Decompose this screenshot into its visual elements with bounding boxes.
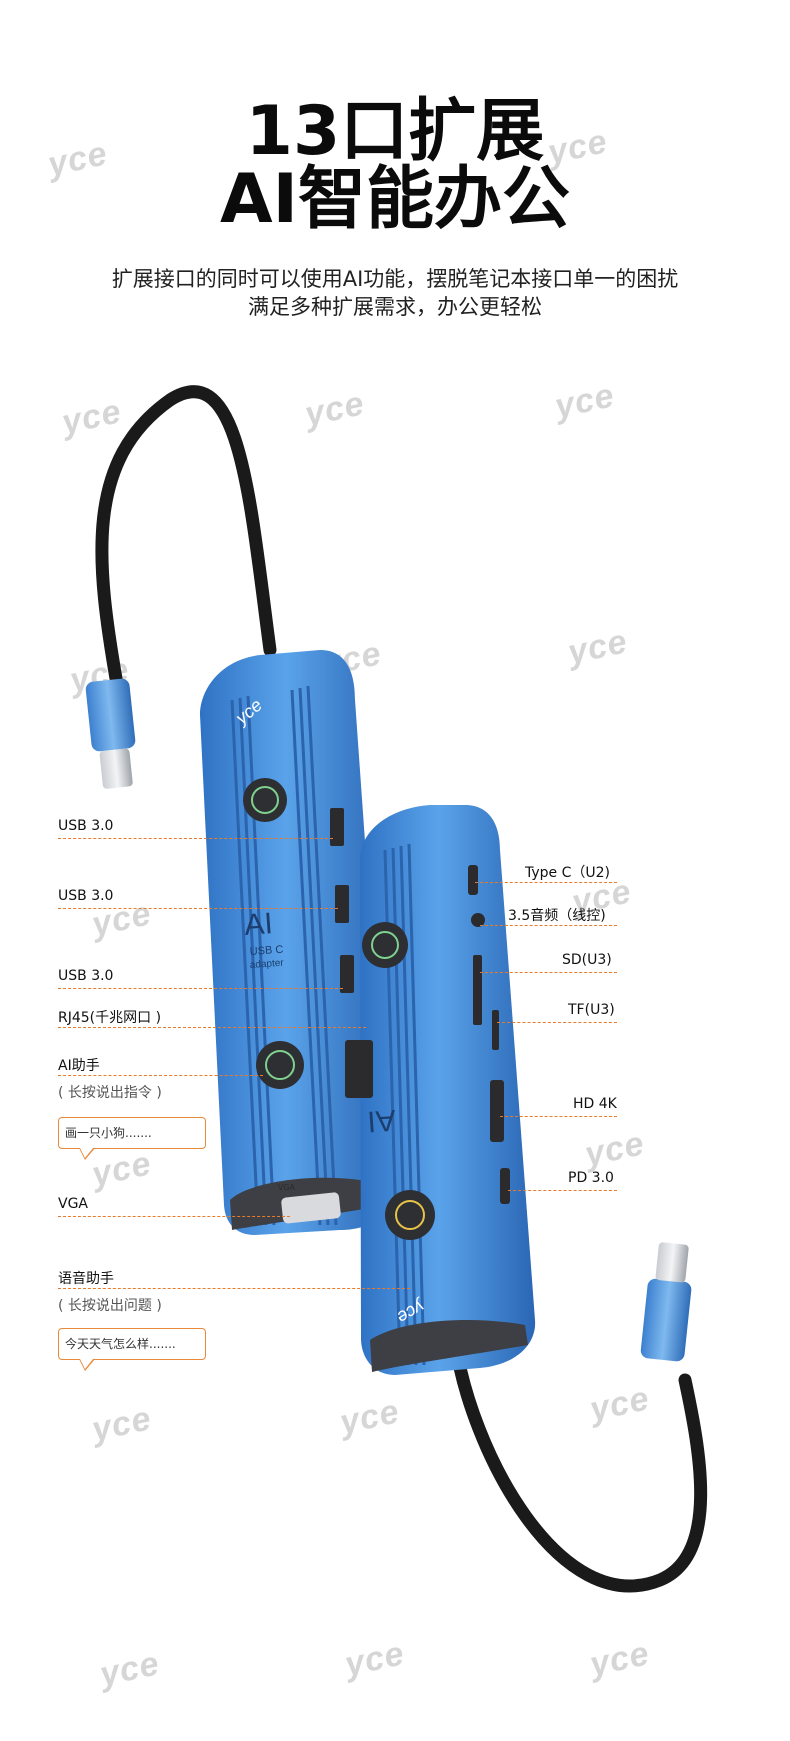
top-cable	[95, 385, 277, 697]
leader-usb-3-0-1	[58, 838, 333, 839]
ai-speech-bubble: 画一只小狗.......	[58, 1117, 206, 1160]
leader-usb-3-0-3	[58, 988, 343, 989]
label-voice-assistant: 语音助手	[58, 1271, 114, 1287]
leader-sd	[480, 972, 617, 973]
leader-voice-assistant	[58, 1288, 410, 1289]
usb-c-text-left: USB C	[249, 944, 283, 958]
top-usb-c-plug	[85, 678, 136, 789]
vga-port-text: VGA	[278, 1183, 296, 1192]
leader-audio	[480, 925, 617, 926]
hub-right-body	[360, 805, 536, 1375]
leader-pd-3-0	[508, 1190, 617, 1191]
label-ai-assistant: AI助手	[58, 1058, 100, 1074]
label-pd-3-0: PD 3.0	[568, 1170, 614, 1186]
adapter-text-left: adapter	[249, 958, 284, 971]
leader-type-c	[475, 882, 617, 883]
label-usb-3-0-1: USB 3.0	[58, 818, 114, 834]
voice-speech-bubble: 今天天气怎么样.......	[58, 1328, 206, 1371]
label-usb-3-0-2: USB 3.0	[58, 888, 114, 904]
label-hd-4k: HD 4K	[573, 1096, 617, 1112]
label-ai-hint: ( 长按说出指令 )	[58, 1085, 162, 1101]
subtitle-line2: 满足多种扩展需求，办公更轻松	[248, 295, 542, 319]
leader-ai-assistant	[58, 1075, 263, 1076]
leader-usb-3-0-2	[58, 908, 338, 909]
label-vga: VGA	[58, 1196, 89, 1212]
label-usb-3-0-3: USB 3.0	[58, 968, 114, 984]
ai-text-left: AI	[243, 907, 274, 942]
leader-rj45	[58, 1027, 366, 1028]
hub-left-body	[200, 650, 391, 1235]
label-audio: 3.5音频（线控)	[508, 908, 606, 924]
hub-left-ports	[330, 808, 373, 1098]
subtitle: 扩展接口的同时可以使用AI功能，摆脱笔记本接口单一的困扰	[111, 267, 679, 291]
leader-vga	[58, 1216, 290, 1217]
page-title: 13口扩展	[245, 92, 545, 171]
label-voice-hint: ( 长按说出问题 )	[58, 1298, 162, 1314]
ai-text-right: AI	[366, 1103, 397, 1138]
label-tf: TF(U3)	[568, 1002, 615, 1018]
page-title-line2: AI智能办公	[220, 160, 570, 239]
label-sd: SD(U3)	[562, 952, 612, 968]
bottom-usb-c-plug	[640, 1242, 692, 1362]
leader-hd-4k	[500, 1116, 617, 1117]
leader-tf	[497, 1022, 617, 1023]
bottom-cable	[448, 1333, 708, 1593]
label-type-c: Type C（U2)	[525, 865, 610, 881]
label-rj45: RJ45(千兆网口 )	[58, 1010, 162, 1026]
